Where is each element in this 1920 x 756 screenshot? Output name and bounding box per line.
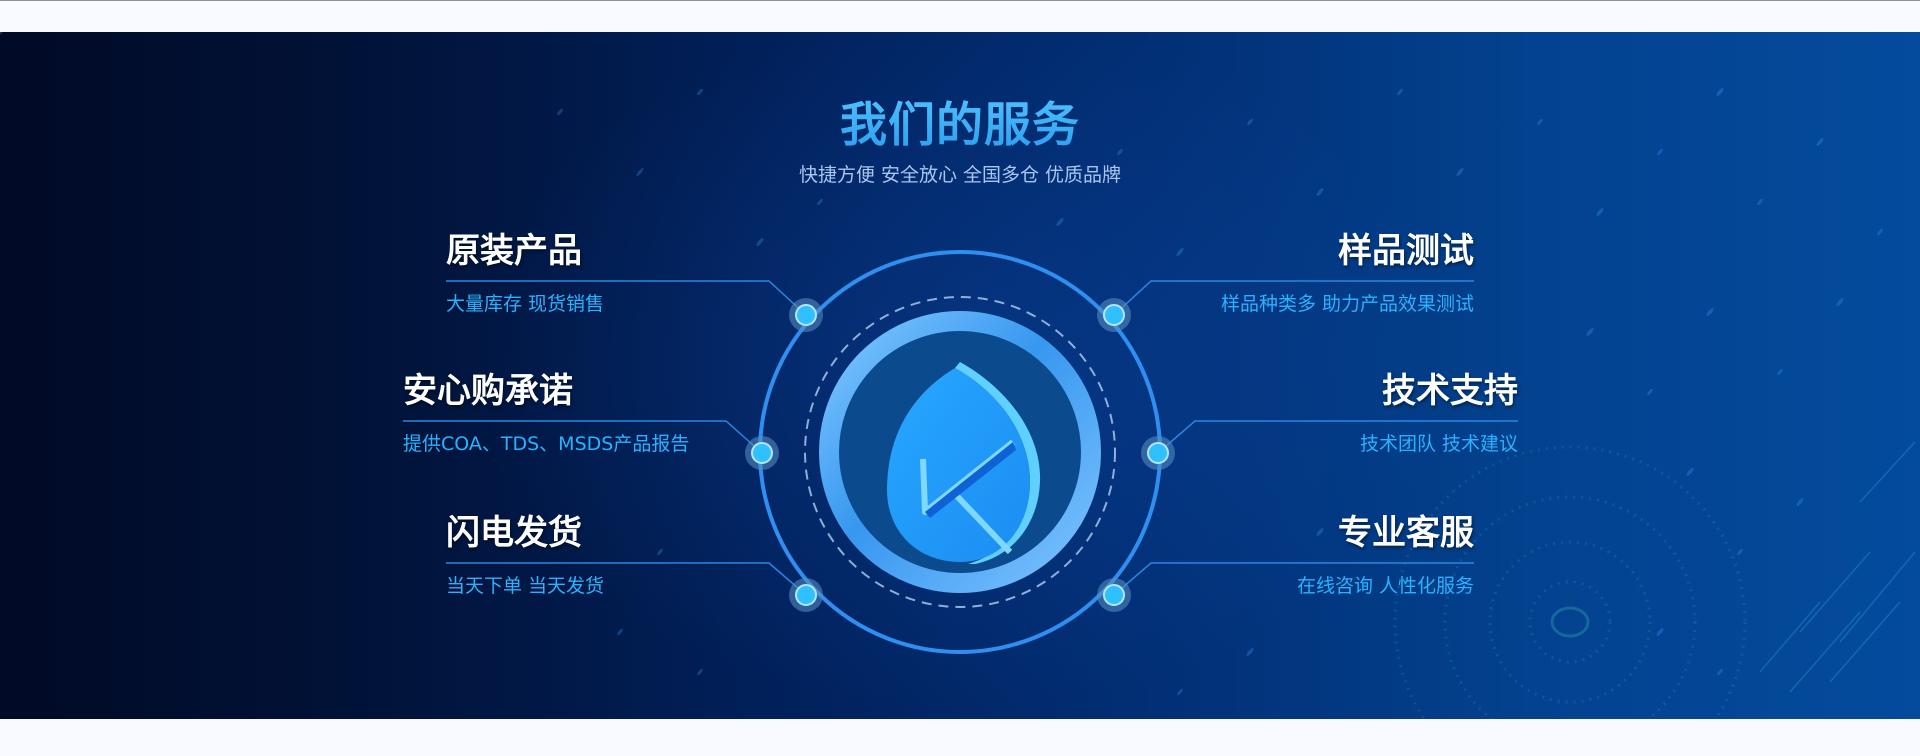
service-heading: 样品测试 bbox=[1338, 231, 1474, 271]
center-graphic bbox=[403, 250, 1518, 654]
service-heading: 专业客服 bbox=[1338, 513, 1474, 553]
particle-background bbox=[0, 32, 1916, 719]
service-original-products: 原装产品 大量库存 现货销售 bbox=[446, 231, 604, 317]
service-heading: 闪电发货 bbox=[446, 513, 582, 553]
service-heading: 技术支持 bbox=[1382, 371, 1518, 411]
section-title: 我们的服务 bbox=[0, 86, 1920, 155]
service-description: 样品种类多 助力产品效果测试 bbox=[1220, 293, 1474, 315]
service-description: 大量库存 现货销售 bbox=[446, 293, 605, 315]
service-heading: 安心购承诺 bbox=[403, 371, 573, 411]
section-subtitle: 快捷方便 安全放心 全国多仓 优质品牌 bbox=[798, 164, 1122, 186]
service-description: 当天下单 当天发货 bbox=[446, 575, 605, 597]
connector-nodes bbox=[745, 298, 1175, 612]
service-customer-service: 专业客服 在线咨询 人性化服务 bbox=[1297, 513, 1474, 599]
service-heading: 原装产品 bbox=[446, 231, 582, 271]
service-description: 提供COA、TDS、MSDS产品报告 bbox=[403, 433, 690, 455]
service-description: 技术团队 技术建议 bbox=[1359, 433, 1518, 455]
top-border bbox=[0, 0, 1920, 1]
service-description: 在线咨询 人性化服务 bbox=[1296, 575, 1474, 597]
service-purchase-promise: 安心购承诺 提供COA、TDS、MSDS产品报告 bbox=[403, 371, 689, 457]
service-sample-testing: 样品测试 样品种类多 助力产品效果测试 bbox=[1221, 231, 1474, 317]
shield-check-logo-icon bbox=[887, 362, 1041, 564]
service-fast-shipping: 闪电发货 当天下单 当天发货 bbox=[446, 513, 604, 599]
service-tech-support: 技术支持 技术团队 技术建议 bbox=[1360, 371, 1518, 457]
services-banner: 我们的服务 快捷方便 安全放心 全国多仓 优质品牌 bbox=[0, 32, 1920, 719]
